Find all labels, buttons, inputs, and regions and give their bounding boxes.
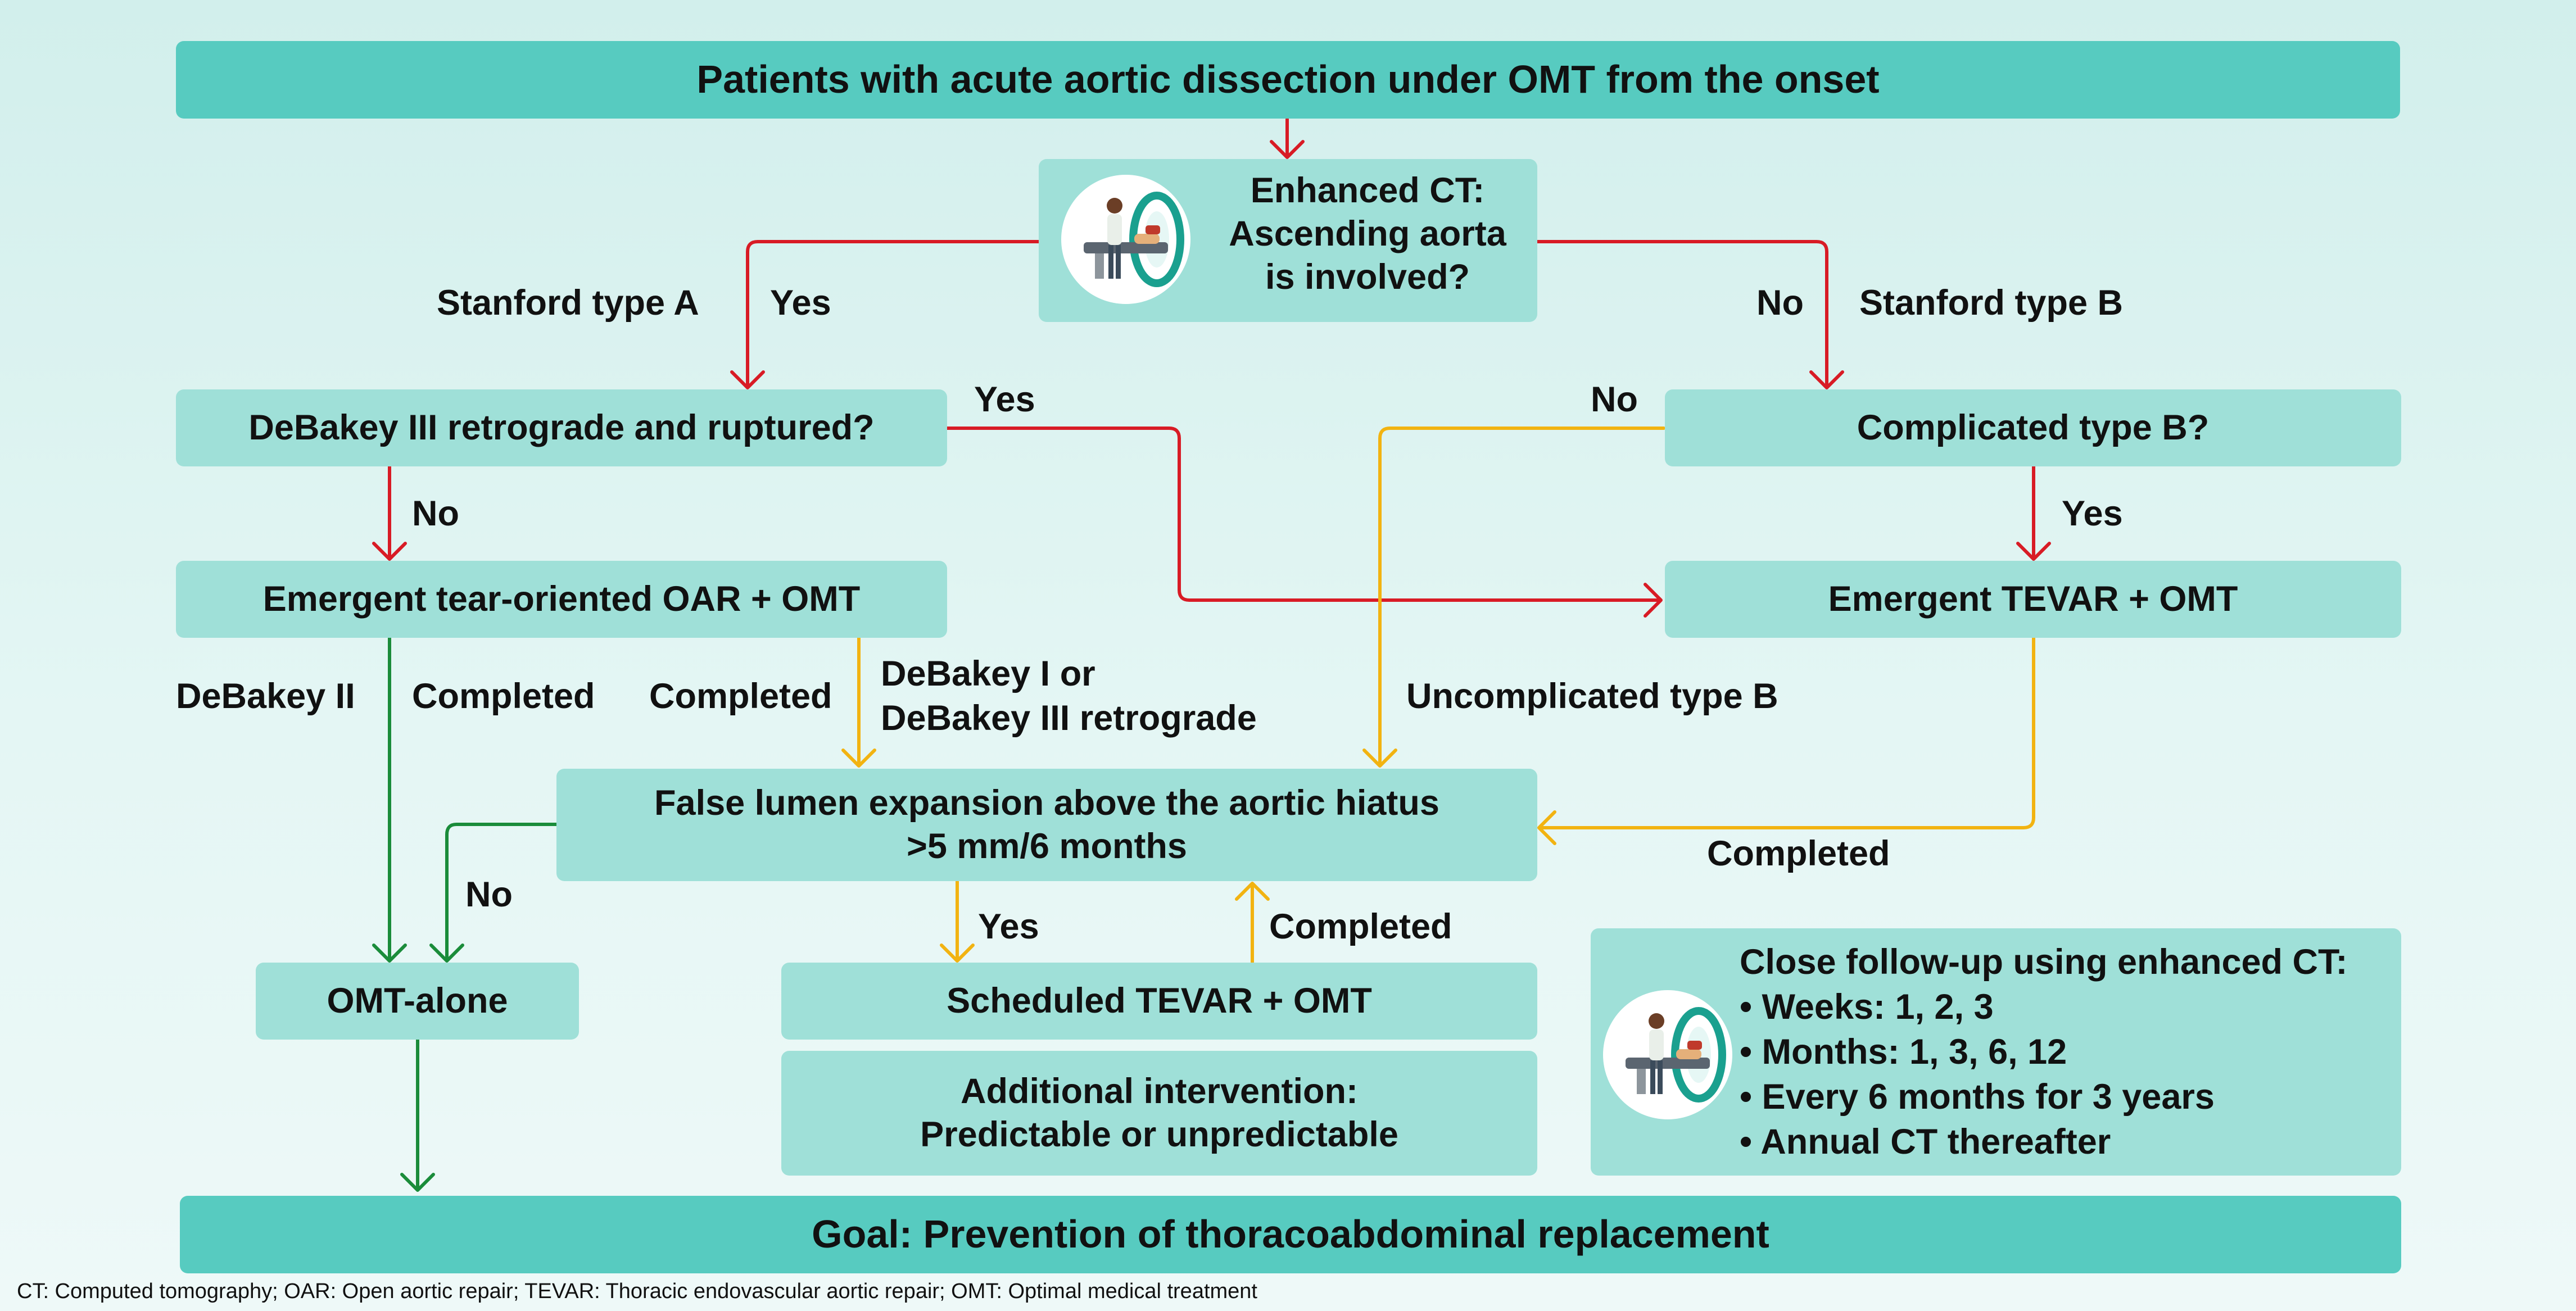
connector-tevar-to-fl: [1537, 636, 2035, 845]
label-completed-scheduled: Completed: [1269, 907, 1452, 946]
omt-alone-text: OMT-alone: [327, 981, 508, 1021]
connector-oar-to-fl: [841, 636, 876, 768]
omt-alone-node: OMT-alone: [256, 963, 579, 1040]
label-uncomplicated-type-b: Uncomplicated type B: [1406, 677, 1778, 716]
complicated-type-b-text: Complicated type B?: [1857, 408, 2210, 448]
false-lumen-node: False lumen expansion above the aortic h…: [556, 769, 1537, 881]
false-lumen-line-2: >5 mm/6 months: [907, 827, 1187, 866]
connector-omt-alone-to-goal: [400, 1038, 435, 1192]
ct-question-line-2: Ascending aorta: [1229, 214, 1506, 253]
scheduled-tevar-text: Scheduled TEVAR + OMT: [947, 981, 1372, 1021]
follow-up-item-every-6-months: • Every 6 months for 3 years: [1740, 1077, 2215, 1117]
debakey-question-node: DeBakey III retrograde and ruptured?: [176, 389, 947, 466]
connector-debakey-to-tevar: [945, 427, 1663, 618]
connector-scheduled-to-fl: [1235, 882, 1270, 964]
ct-scanner-icon: [1603, 990, 1732, 1119]
label-no-complicated: No: [1591, 380, 1638, 419]
label-no-false-lumen: No: [465, 875, 513, 914]
label-debakey-i-line: DeBakey I or: [881, 654, 1095, 693]
debakey-question-text: DeBakey III retrograde and ruptured?: [248, 408, 875, 448]
label-yes-type-a: Yes: [770, 283, 831, 323]
start-node-text: Patients with acute aortic dissection un…: [696, 57, 1880, 102]
follow-up-box: Close follow-up using enhanced CT: • Wee…: [1591, 928, 2401, 1176]
ct-question-line-3: is involved?: [1265, 257, 1470, 297]
follow-up-item-months: • Months: 1, 3, 6, 12: [1740, 1032, 2067, 1072]
follow-up-item-weeks: • Weeks: 1, 2, 3: [1740, 987, 1994, 1027]
connector-complicated-to-tevar: [2016, 465, 2051, 561]
label-no-type-b: No: [1756, 283, 1804, 323]
red-connectors: [372, 117, 2051, 618]
emergent-tevar-node: Emergent TEVAR + OMT: [1665, 561, 2401, 638]
emergent-tevar-text: Emergent TEVAR + OMT: [1828, 579, 2238, 619]
label-completed-oar-green: Completed: [412, 677, 595, 716]
additional-intervention-node: Additional intervention: Predictable or …: [781, 1051, 1537, 1176]
abbreviations-footnote: CT: Computed tomography; OAR: Open aorti…: [17, 1280, 1257, 1303]
label-debakey-iii-line: DeBakey III retrograde: [881, 698, 1257, 738]
false-lumen-line-1: False lumen expansion above the aortic h…: [654, 783, 1439, 823]
connector-fl-to-scheduled: [940, 879, 975, 963]
complicated-type-b-node: Complicated type B?: [1665, 389, 2401, 466]
follow-up-list: Close follow-up using enhanced CT: • Wee…: [1740, 940, 2348, 1164]
connector-fl-to-omt-alone: [429, 823, 558, 963]
ct-scanner-icon: [1061, 175, 1190, 304]
additional-intervention-line-2: Predictable or unpredictable: [920, 1115, 1398, 1154]
ct-question-line-1: Enhanced CT:: [1250, 171, 1485, 210]
ct-question-node: Enhanced CT: Ascending aorta is involved…: [1039, 159, 1537, 322]
start-node: Patients with acute aortic dissection un…: [176, 41, 2400, 119]
label-completed-tevar: Completed: [1707, 834, 1890, 873]
connector-complicated-to-fl: [1362, 427, 1665, 768]
label-debakey-i-iii: DeBakey I or DeBakey III retrograde: [881, 652, 1257, 741]
goal-node: Goal: Prevention of thoracoabdominal rep…: [180, 1196, 2401, 1273]
emergent-oar-text: Emergent tear-oriented OAR + OMT: [262, 579, 861, 619]
label-stanford-type-b: Stanford type B: [1859, 283, 2124, 323]
label-yes-complicated: Yes: [2062, 494, 2123, 533]
label-yes-false-lumen: Yes: [978, 907, 1039, 946]
connector-ct-to-debakey: [730, 240, 1040, 389]
label-yes-ruptured: Yes: [974, 380, 1035, 419]
scheduled-tevar-node: Scheduled TEVAR + OMT: [781, 963, 1537, 1040]
connector-debakey-to-oar: [372, 465, 407, 561]
goal-node-text: Goal: Prevention of thoracoabdominal rep…: [812, 1212, 1769, 1256]
additional-intervention-line-1: Additional intervention:: [961, 1072, 1358, 1112]
follow-up-title: Close follow-up using enhanced CT:: [1740, 942, 2348, 982]
label-completed-oar-yellow: Completed: [649, 677, 832, 716]
yellow-connectors: [841, 427, 2035, 964]
label-stanford-type-a: Stanford type A: [437, 283, 699, 323]
label-no-ruptured: No: [412, 494, 459, 533]
connector-ct-to-complicated: [1536, 240, 1844, 389]
emergent-oar-node: Emergent tear-oriented OAR + OMT: [176, 561, 947, 638]
follow-up-item-annual: • Annual CT thereafter: [1740, 1122, 2111, 1162]
green-connectors: [372, 636, 558, 1192]
connector-oar-to-omt-alone: [372, 636, 407, 963]
label-debakey-ii: DeBakey II: [176, 677, 355, 716]
connector-start-to-ct: [1270, 117, 1305, 159]
